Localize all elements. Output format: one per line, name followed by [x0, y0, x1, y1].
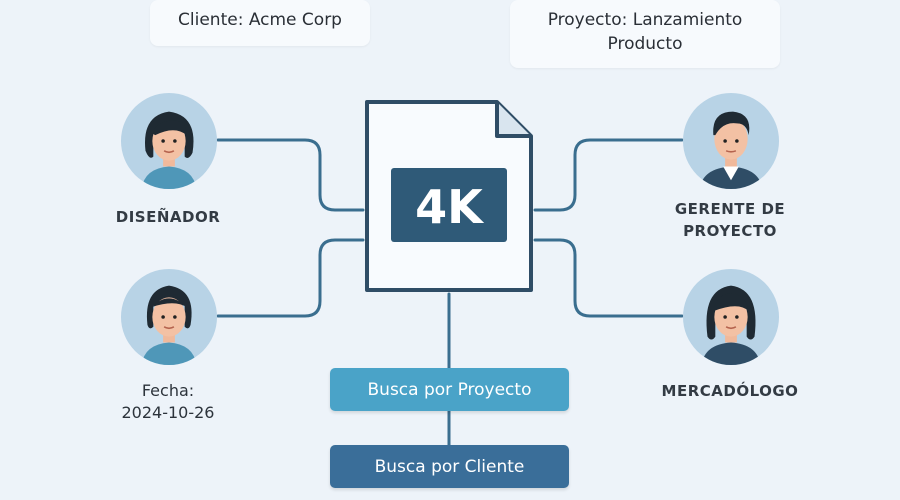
woman-avatar-icon: [682, 268, 780, 366]
date-label-line1: Fecha:: [141, 381, 195, 400]
search-by-project-button[interactable]: Busca por Proyecto: [330, 368, 569, 411]
date-value: 2024-10-26: [121, 403, 215, 422]
client-label-text: Cliente: Acme Corp: [178, 10, 342, 30]
project-manager-label-line2: PROYECTO: [683, 222, 777, 240]
project-label-line2: Producto: [607, 34, 683, 54]
format-badge: [391, 168, 507, 242]
designer-label: DISEÑADOR: [115, 208, 221, 226]
project-manager-label-line1: GERENTE DE: [674, 200, 786, 218]
project-manager-label: GERENTE DE PROYECTO: [660, 198, 800, 242]
woman-avatar-icon: [120, 92, 218, 190]
project-label-line1: Proyecto: Lanzamiento: [547, 10, 743, 30]
format-badge-text: 4K: [415, 180, 485, 234]
man-avatar-icon: [682, 92, 780, 190]
search-by-client-button[interactable]: Busca por Cliente: [330, 445, 569, 488]
client-label: Cliente: Acme Corp: [150, 0, 370, 46]
project-label: Proyecto: Lanzamiento Producto: [510, 0, 780, 68]
marketer-label: MERCADÓLOGO: [661, 382, 799, 400]
woman-avatar-icon: [120, 268, 218, 366]
date-label: Fecha: 2024-10-26: [98, 380, 238, 424]
file-icon: 4K: [365, 100, 533, 292]
